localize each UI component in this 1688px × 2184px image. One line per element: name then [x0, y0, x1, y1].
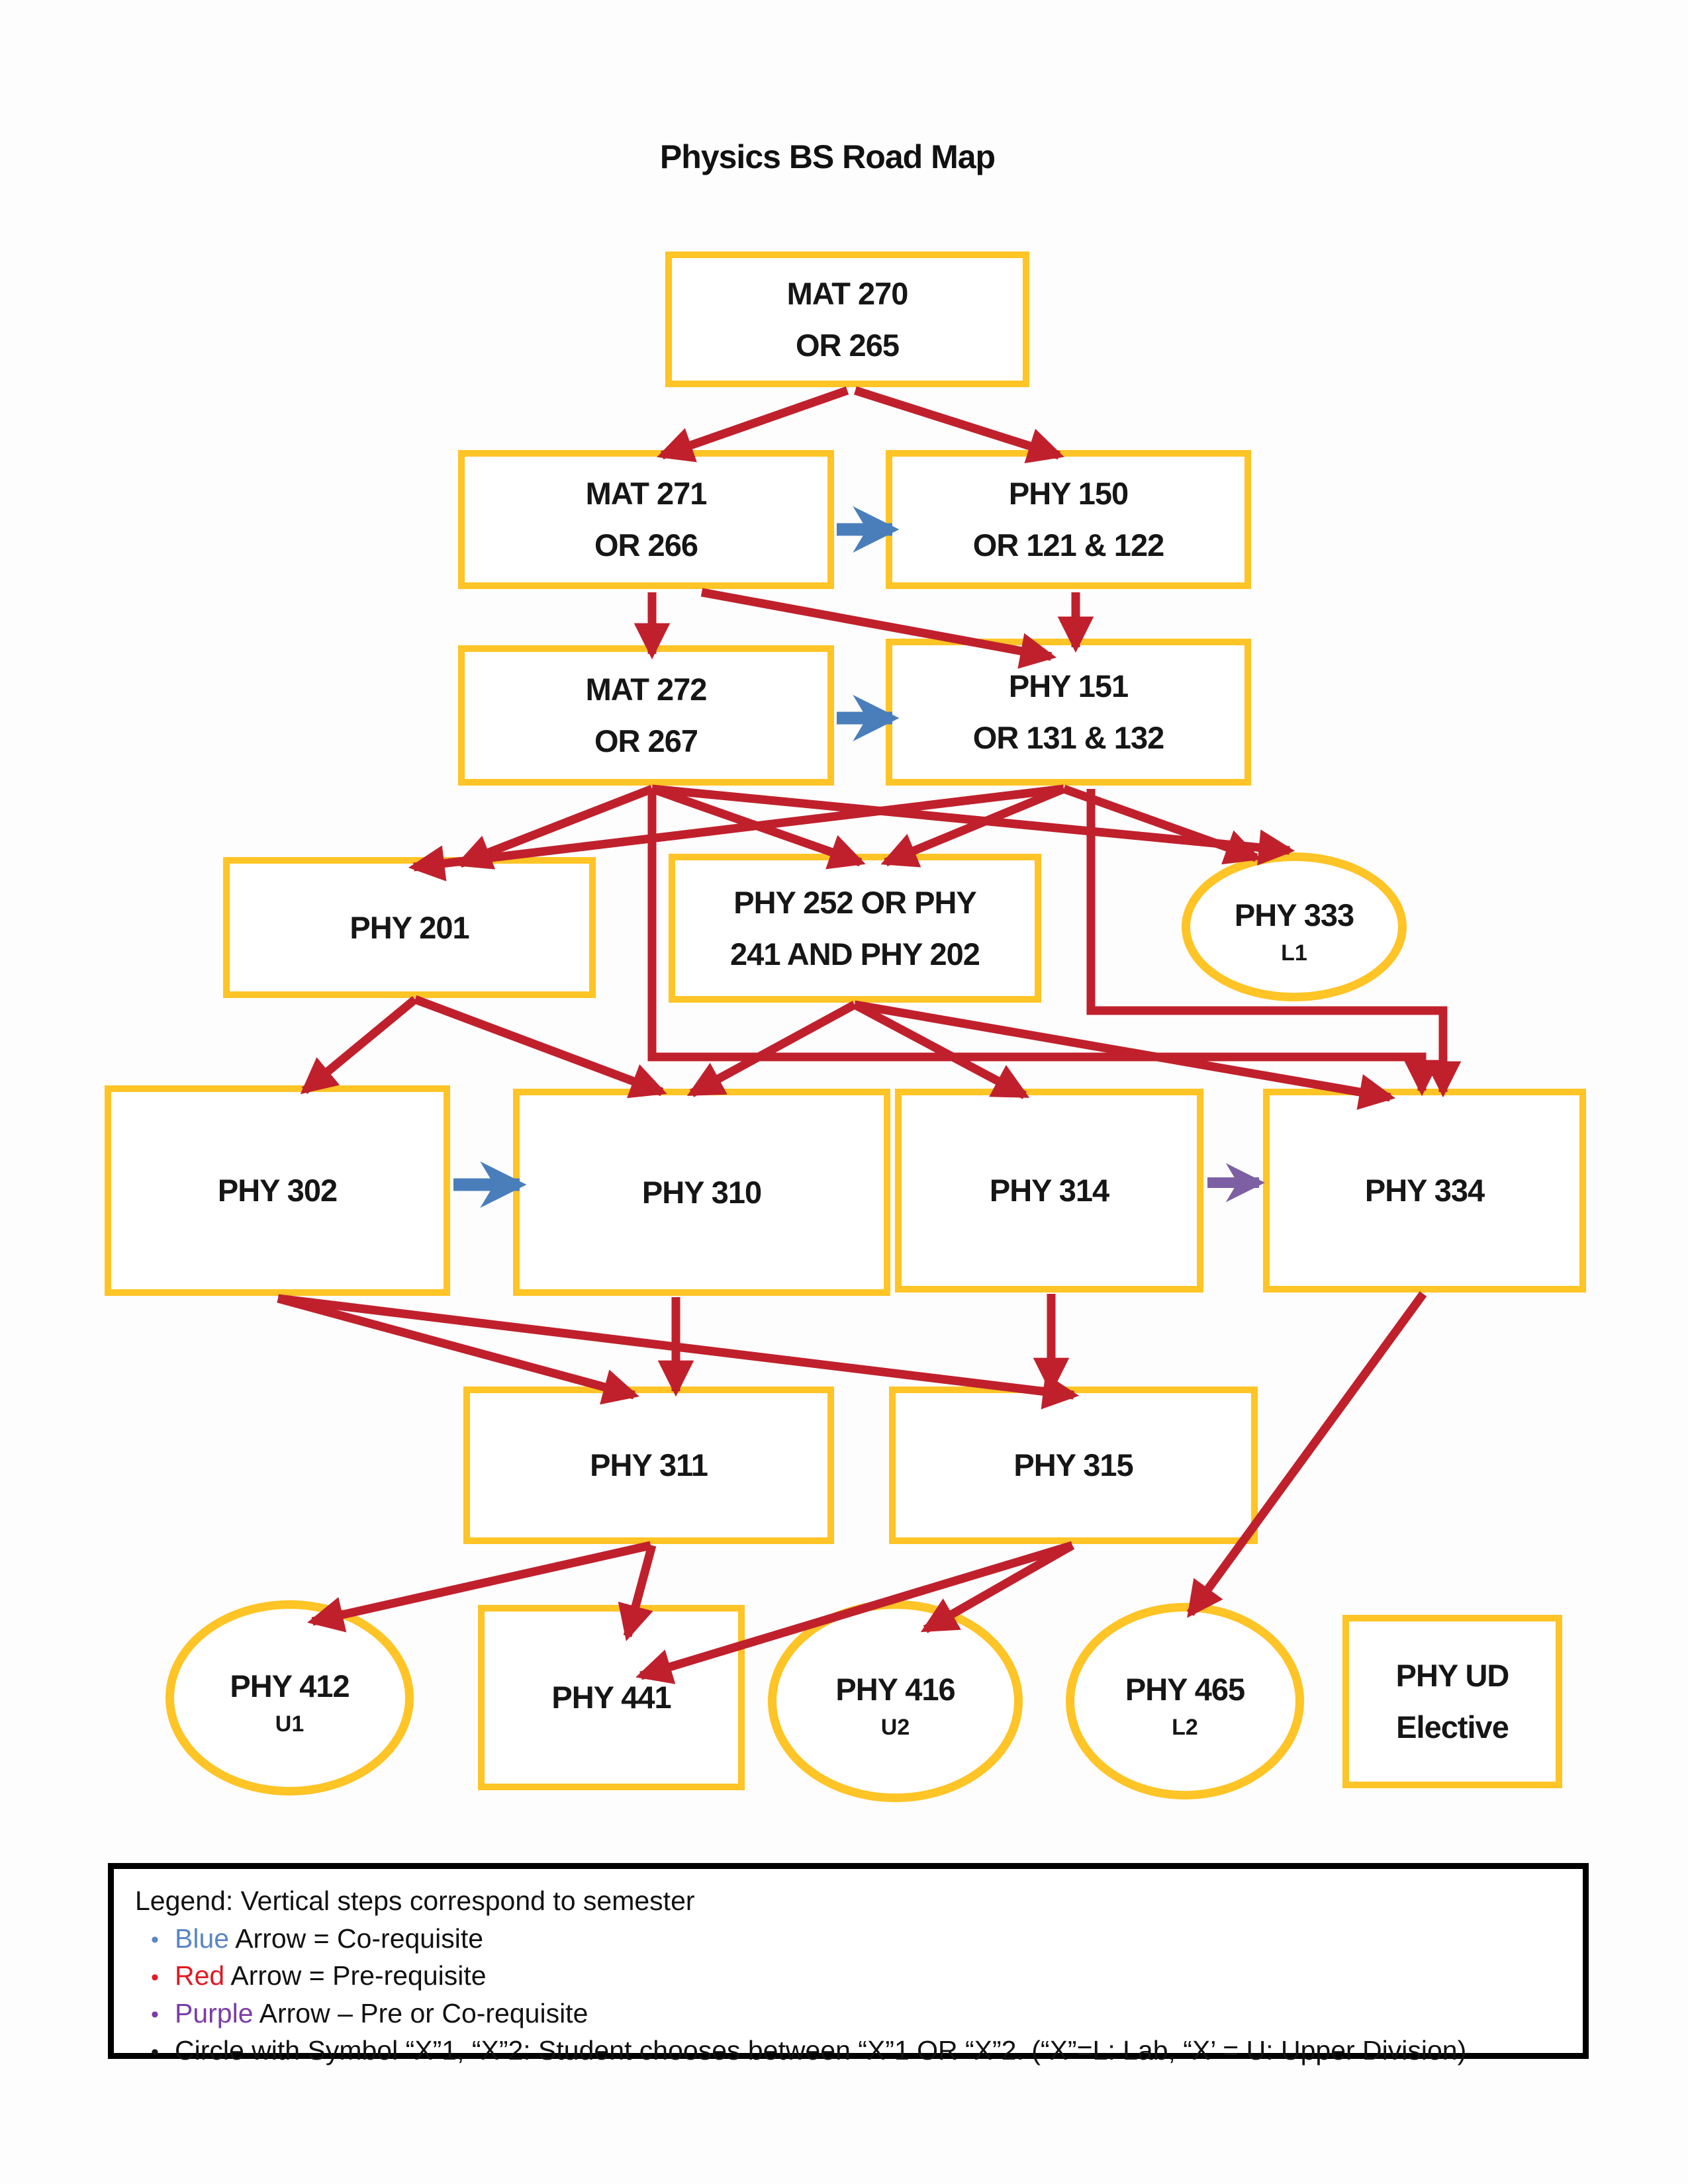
- bullet-icon: •: [151, 2040, 159, 2066]
- page-title: Physics BS Road Map: [659, 138, 996, 175]
- arrow-phy201-to-phy302: [300, 995, 418, 1095]
- node-label: PHY 150: [1008, 476, 1129, 512]
- legend-item: • Purple Arrow – Pre or Co-requisite: [135, 1995, 1583, 2032]
- node-phyud: PHY UD Elective: [1342, 1615, 1562, 1788]
- node-label: Elective: [1396, 1709, 1509, 1745]
- legend-item-text: Arrow = Pre-requisite: [224, 1960, 487, 1991]
- node-phy334: PHY 334: [1263, 1089, 1586, 1293]
- legend-title: Legend: Vertical steps correspond to sem…: [135, 1886, 695, 1916]
- node-mat270: MAT 270 OR 265: [665, 251, 1029, 387]
- node-phy315: PHY 315: [889, 1387, 1258, 1544]
- node-phy150: PHY 150 OR 121 & 122: [886, 450, 1251, 589]
- arrow-mat272-to-phy252: [650, 784, 866, 870]
- legend-box: Legend: Vertical steps correspond to sem…: [108, 1863, 1589, 2066]
- node-label: PHY 314: [989, 1173, 1109, 1208]
- node-label: MAT 270: [786, 275, 909, 311]
- node-sublabel: U2: [880, 1715, 910, 1741]
- arrow-mat272-to-phy201: [455, 784, 654, 870]
- legend-item-text: Arrow – Pre or Co-requisite: [253, 1997, 588, 2028]
- node-label: OR 265: [796, 327, 900, 363]
- node-sublabel: L1: [1281, 940, 1307, 966]
- node-label: PHY 201: [350, 909, 469, 945]
- node-label: PHY 310: [641, 1174, 762, 1210]
- bullet-icon: •: [151, 2002, 159, 2028]
- node-label: PHY 151: [1008, 668, 1129, 704]
- arrow-phy302-to-phy311: [277, 1294, 639, 1405]
- node-label: PHY 412: [230, 1668, 350, 1704]
- node-label: PHY 334: [1364, 1173, 1485, 1208]
- legend-color-word: Red: [175, 1960, 225, 1991]
- legend-item-text: Arrow = Co-requisite: [229, 1923, 484, 1954]
- node-phy151: PHY 151 OR 131 & 132: [886, 639, 1251, 786]
- node-sublabel: L2: [1172, 1715, 1198, 1741]
- legend-color-word: Blue: [175, 1923, 230, 1954]
- node-phy441: PHY 441: [478, 1605, 745, 1790]
- node-label: PHY 416: [835, 1671, 955, 1707]
- node-label: PHY 252 OR PHY: [733, 884, 977, 920]
- legend-item: • Red Arrow = Pre-requisite: [135, 1957, 1583, 1995]
- node-label: OR 266: [594, 527, 698, 563]
- node-mat272: MAT 272 OR 267: [458, 645, 834, 786]
- node-label: PHY 302: [217, 1173, 338, 1208]
- node-phy310: PHY 310: [513, 1089, 890, 1296]
- node-label: PHY 333: [1234, 897, 1354, 933]
- node-label: PHY UD: [1395, 1658, 1510, 1694]
- arrow-mat270-to-mat271: [657, 386, 849, 463]
- node-label: OR 121 & 122: [972, 527, 1164, 563]
- node-label: OR 131 & 132: [972, 720, 1164, 755]
- bullet-icon: •: [151, 1927, 159, 1953]
- node-label: PHY 315: [1013, 1447, 1133, 1483]
- legend-item-text: Circle with Symbol “X”1, “X”2: Student c…: [175, 2035, 1467, 2066]
- node-phy201: PHY 201: [223, 857, 596, 998]
- node-phy311: PHY 311: [463, 1387, 834, 1544]
- legend-item: • Circle with Symbol “X”1, “X”2: Student …: [135, 2032, 1583, 2070]
- node-phy252: PHY 252 OR PHY 241 AND PHY 202: [669, 854, 1041, 1003]
- arrow-phy252-to-phy310: [686, 1001, 857, 1097]
- arrow-phy302-to-phy315: [277, 1294, 1080, 1410]
- node-label: PHY 441: [551, 1680, 671, 1715]
- node-label: MAT 271: [585, 476, 708, 512]
- node-label: MAT 272: [585, 672, 708, 707]
- arrow-phy252-to-phy334: [853, 1000, 1396, 1110]
- arrow-mat272-to-phy333: [651, 784, 1295, 866]
- legend-items: • Blue Arrow = Co-requisite • Red Arrow = P…: [135, 1920, 1583, 2070]
- node-label: PHY 465: [1125, 1671, 1245, 1707]
- node-sublabel: U1: [275, 1711, 305, 1737]
- bullet-icon: •: [151, 1964, 159, 1990]
- arrow-mat270-to-phy150: [854, 386, 1064, 463]
- node-label: PHY 311: [590, 1447, 708, 1483]
- arrow-phy252-to-phy314: [852, 1001, 1030, 1099]
- legend-color-word: Purple: [175, 1997, 254, 2028]
- node-phy314: PHY 314: [895, 1089, 1203, 1293]
- arrow-phy151-to-phy333: [1062, 784, 1262, 865]
- legend-item: • Blue Arrow = Co-requisite: [135, 1920, 1583, 1958]
- arrow-phy201-to-phy310: [413, 995, 667, 1099]
- node-label: OR 267: [594, 723, 698, 758]
- node-mat271: MAT 271 OR 266: [458, 450, 834, 589]
- arrow-phy151-to-phy252: [880, 784, 1066, 868]
- node-label: 241 AND PHY 202: [730, 936, 980, 972]
- node-phy302: PHY 302: [105, 1085, 450, 1296]
